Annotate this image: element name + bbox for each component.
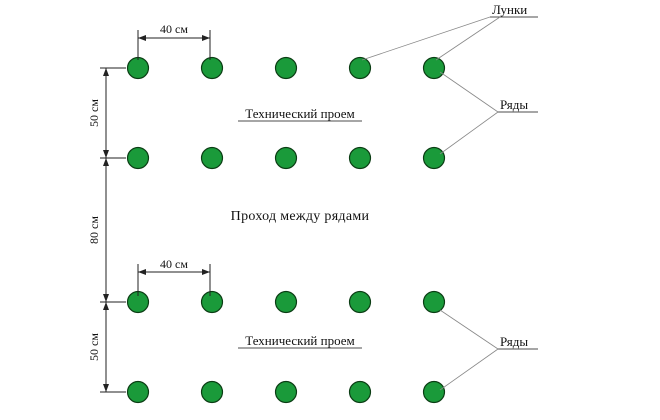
technical-gap-label-bottom: Технический проем xyxy=(245,333,354,348)
holes-leader-1 xyxy=(361,16,491,61)
rows-leader-top-2 xyxy=(439,111,499,155)
rows-callout-label-bottom: Ряды xyxy=(500,334,528,349)
planting-hole xyxy=(422,290,446,314)
planting-hole xyxy=(348,146,372,170)
planting-hole xyxy=(422,146,446,170)
dimension-label-40-top: 40 см xyxy=(160,22,188,36)
planting-hole xyxy=(422,380,446,404)
planting-hole xyxy=(422,56,446,80)
planting-hole xyxy=(348,56,372,80)
planting-hole xyxy=(200,146,224,170)
dimension-40-bottom: 40 см xyxy=(137,257,211,296)
planting-hole xyxy=(200,56,224,80)
planting-hole xyxy=(348,290,372,314)
planting-hole xyxy=(126,56,150,80)
planting-hole xyxy=(348,380,372,404)
technical-gap-label-top: Технический проем xyxy=(245,106,354,121)
planting-hole xyxy=(200,290,224,314)
dimension-label-40-bottom: 40 см xyxy=(160,257,188,271)
planting-hole xyxy=(274,380,298,404)
dimension-40-top: 40 см xyxy=(137,22,211,60)
holes-layer xyxy=(126,56,446,404)
planting-hole xyxy=(126,380,150,404)
planting-hole xyxy=(274,56,298,80)
dimension-label-50-bottom: 50 см xyxy=(87,333,101,361)
planting-hole xyxy=(274,146,298,170)
planting-hole xyxy=(200,380,224,404)
dimension-label-80: 80 см xyxy=(87,216,101,244)
vertical-dimension-line xyxy=(100,67,126,393)
rows-leader-top-1 xyxy=(439,71,499,113)
rows-callout-label-top: Ряды xyxy=(500,97,528,112)
holes-callout-label: Лунки xyxy=(492,2,527,17)
rows-leader-bottom-1 xyxy=(439,309,499,350)
planting-hole xyxy=(126,146,150,170)
planting-hole xyxy=(274,290,298,314)
rows-leader-bottom-2 xyxy=(439,348,499,391)
dimension-label-50-top: 50 см xyxy=(87,99,101,127)
passage-label: Проход между рядами xyxy=(231,209,370,224)
holes-leader-2 xyxy=(435,16,501,61)
